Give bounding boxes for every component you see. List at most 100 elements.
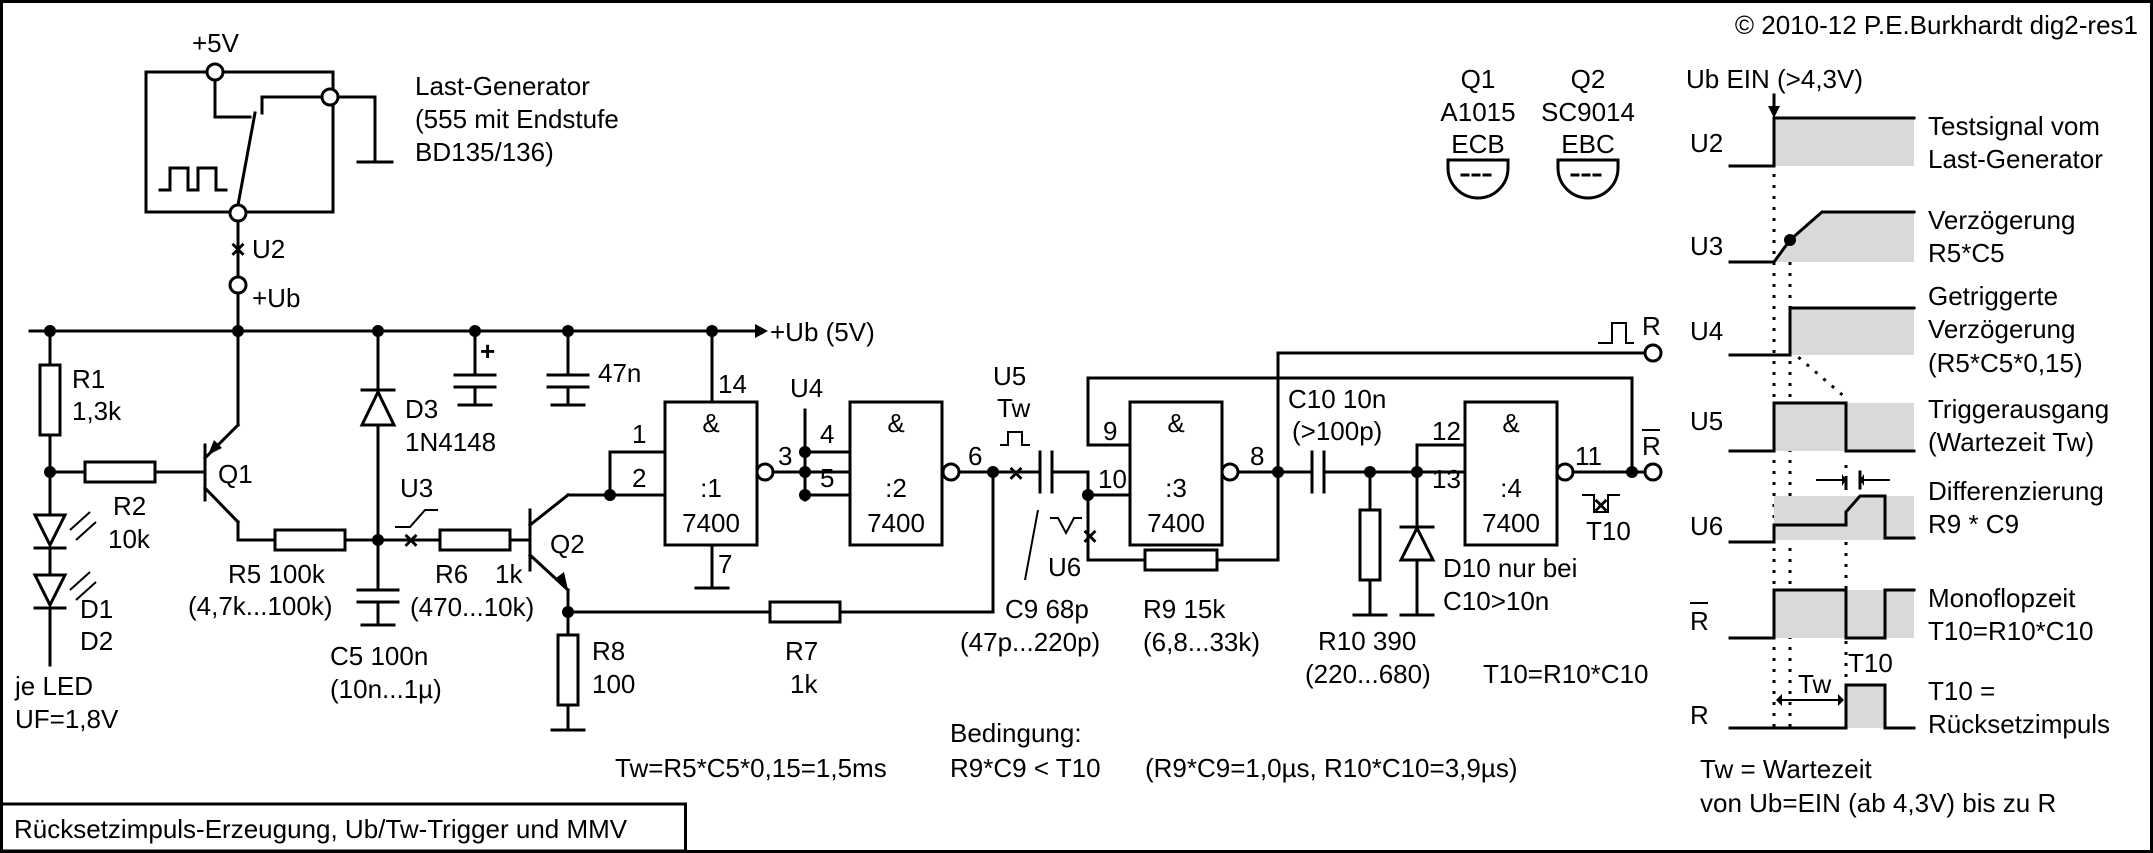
svg-text:U3: U3 [400,473,433,503]
svg-text:Tw: Tw [997,393,1030,423]
r6-q2-r7-r8: R6 1k (470...10k) Q2 R8 100 R7 1k [410,470,995,732]
svg-text:×: × [1082,521,1097,551]
svg-text:&: & [702,408,719,438]
timing-diagram: Ub EIN (>4,3V) U2 Testsignal vom Last-Ge… [1686,64,2110,818]
formulas: Tw=R5*C5*0,15=1,5ms Bedingung: R9*C9 < T… [615,659,1649,783]
supply-rail: +Ub (5V) [28,291,875,347]
svg-text:UF=1,8V: UF=1,8V [15,704,119,734]
footer-title-box: Rücksetzimpuls-Erzeugung, Ub/Tw-Trigger … [0,802,687,853]
svg-text:1N4148: 1N4148 [405,427,496,457]
svg-text:&: & [887,408,904,438]
r5-c5-d3: R5 100k (4,7k...100k) D3 1N4148 C5 100n … [188,329,496,704]
c9-differentiator: U5 Tw × C9 68p (47p...220p) × U6 R9 15k … [960,361,1280,657]
svg-text:T10 =: T10 = [1928,676,1995,706]
svg-text:(>100p): (>100p) [1292,416,1382,446]
svg-text:R: R [1690,700,1709,730]
svg-text:&: & [1167,408,1184,438]
svg-text:R9 15k: R9 15k [1143,594,1226,624]
svg-text:U4: U4 [1690,316,1723,346]
svg-text:10k: 10k [108,524,151,554]
svg-text:C5 100n: C5 100n [330,641,428,671]
svg-text::1: :1 [700,473,722,503]
svg-text:47n: 47n [598,358,641,388]
c10-r10-d10: C10 10n (>100p) R10 390 (220...680) D10 … [1288,384,1577,689]
svg-text:Monoflopzeit: Monoflopzeit [1928,583,2076,613]
svg-text:D3: D3 [405,394,438,424]
svg-text:(470...10k): (470...10k) [410,592,534,622]
svg-text:1k: 1k [790,669,818,699]
svg-text:Triggerausgang: Triggerausgang [1928,394,2109,424]
svg-text:SC9014: SC9014 [1541,97,1635,127]
svg-text:&: & [1502,408,1519,438]
svg-text:7400: 7400 [867,508,925,538]
svg-text:Last-Generator: Last-Generator [415,71,590,101]
svg-text:(555 mit Endstufe: (555 mit Endstufe [415,104,619,134]
svg-text:C9 68p: C9 68p [1005,594,1089,624]
svg-text:R5*C5: R5*C5 [1928,238,2005,268]
svg-text:D1: D1 [80,594,113,624]
svg-text:7400: 7400 [1147,508,1205,538]
svg-text:R5 100k: R5 100k [228,559,326,589]
svg-text:2: 2 [632,463,646,493]
svg-text:Rücksetzimpuls: Rücksetzimpuls [1928,709,2110,739]
svg-text:R8: R8 [592,636,625,666]
svg-text:3: 3 [778,441,792,471]
svg-text:R: R [1642,431,1661,461]
svg-text:Q1: Q1 [218,459,253,489]
svg-text:8: 8 [1250,441,1264,471]
svg-text:1k: 1k [495,559,523,589]
svg-text:×: × [1593,490,1608,520]
svg-text:Last-Generator: Last-Generator [1928,144,2103,174]
svg-text:11: 11 [1575,441,1602,471]
svg-text:R2: R2 [113,491,146,521]
svg-text:+: + [480,336,495,366]
svg-text:Tw=R5*C5*0,15=1,5ms: Tw=R5*C5*0,15=1,5ms [615,753,887,783]
nand-gate-2: & :2 7400 U4 4 5 6 [790,373,1042,547]
svg-text:je LED: je LED [14,671,93,701]
svg-text:Testsignal vom: Testsignal vom [1928,111,2100,141]
svg-text:10: 10 [1098,464,1127,494]
transistor-pinouts: Q1 A1015 ECB Q2 SC9014 EBC [1440,64,1635,200]
svg-text:C10>10n: C10>10n [1443,586,1549,616]
svg-text::3: :3 [1165,473,1187,503]
footer-title: Rücksetzimpuls-Erzeugung, Ub/Tw-Trigger … [14,814,628,844]
copyright-text: © 2010-12 P.E.Burkhardt dig2-res1 [1735,10,2138,40]
svg-text:×: × [403,525,418,555]
svg-text:5: 5 [820,463,834,493]
svg-text:R: R [1690,606,1709,636]
nand-gate-1: & :1 7400 14 7 1 2 3 [604,329,852,590]
svg-text:T10: T10 [1586,516,1631,546]
svg-text:D2: D2 [80,626,113,656]
svg-text:+5V: +5V [192,28,240,58]
svg-text:Ub EIN (>4,3V): Ub EIN (>4,3V) [1686,64,1863,94]
decoupling-caps: + 47n [453,329,641,407]
svg-text:ECB: ECB [1451,129,1504,159]
svg-text:7: 7 [718,549,732,579]
svg-text:(R5*C5*0,15): (R5*C5*0,15) [1928,348,2083,378]
svg-text:A1015: A1015 [1440,97,1515,127]
load-generator: +5V × U2 +Ub Last-Generator (555 mit End… [144,28,619,313]
svg-text:D10 nur bei: D10 nur bei [1443,553,1577,583]
svg-text:12: 12 [1432,416,1461,446]
svg-text:BD135/136): BD135/136) [415,137,554,167]
svg-text:Tw: Tw [1798,669,1831,699]
nand-gate-4: & :4 7400 12 13 11 R × T10 [1432,376,1663,547]
svg-text:U6: U6 [1048,552,1081,582]
svg-text:(Wartezeit Tw): (Wartezeit Tw) [1928,427,2094,457]
svg-text:U2: U2 [252,234,285,264]
svg-text:(10n...1µ): (10n...1µ) [330,674,442,704]
svg-text:(220...680): (220...680) [1305,659,1431,689]
svg-text:R9 * C9: R9 * C9 [1928,509,2019,539]
svg-text:von Ub=EIN (ab 4,3V) bis zu R: von Ub=EIN (ab 4,3V) bis zu R [1700,788,2056,818]
svg-text:×: × [230,234,245,264]
svg-text:T10=R10*C10: T10=R10*C10 [1483,659,1649,689]
svg-text:Getriggerte: Getriggerte [1928,281,2058,311]
svg-text:R10 390: R10 390 [1318,626,1416,656]
svg-text:7400: 7400 [1482,508,1540,538]
svg-text::4: :4 [1500,473,1522,503]
svg-text:R6: R6 [435,559,468,589]
svg-text:Q2: Q2 [1571,64,1606,94]
transistor-q1: Q1 [202,329,277,542]
svg-text:7400: 7400 [682,508,740,538]
